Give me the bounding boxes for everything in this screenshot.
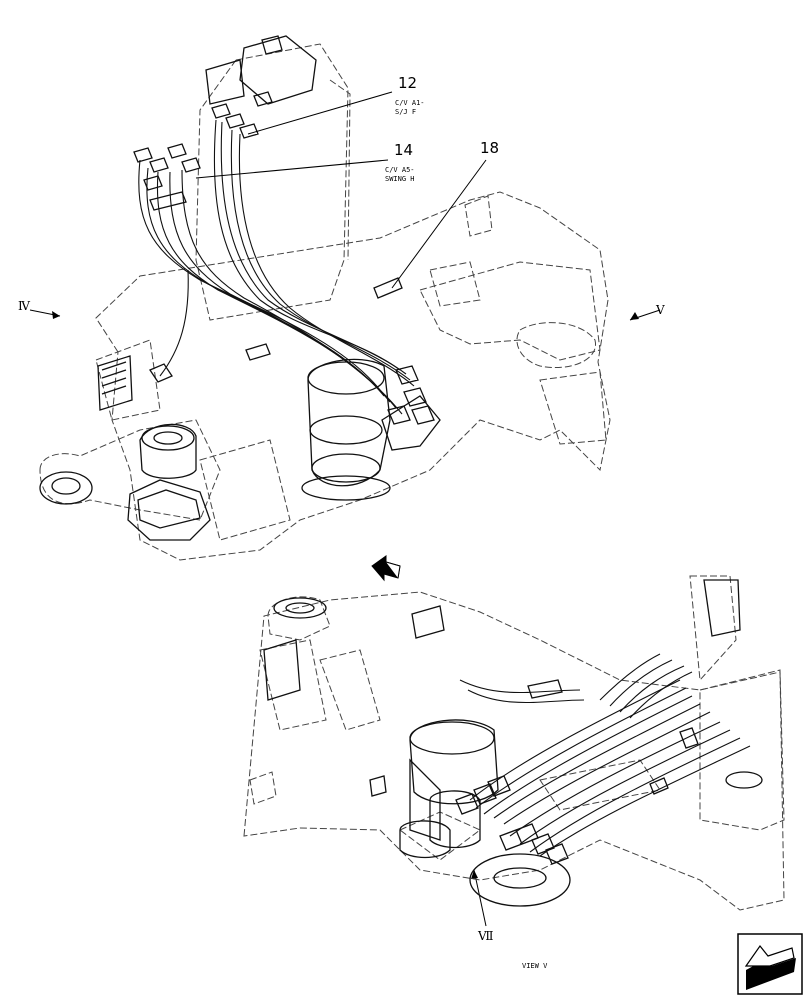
callout-leaders — [195, 91, 487, 289]
callout-18-number: 18 — [480, 139, 500, 157]
upper-frame-outline — [39, 35, 611, 561]
callout-14-note-line2: SWING H — [385, 175, 415, 183]
callout-12-note-line1: C/V A1- — [395, 99, 425, 107]
callout-14-note-line1: C/V A5- — [385, 166, 415, 174]
lower-swing-motor — [399, 719, 571, 907]
upper-hose-bundle — [133, 91, 435, 425]
view-marker-vii: Ⅶ — [478, 929, 494, 943]
lower-hose-bundle — [455, 653, 751, 865]
view-marker-iv: Ⅳ — [18, 299, 30, 313]
callout-12-number: 12 — [398, 74, 418, 92]
view-caption: VIEW V — [522, 962, 548, 970]
callout-14-number: 14 — [394, 141, 414, 159]
view-direction-arrow-icon — [371, 555, 401, 582]
callout-12-note-line2: S/J F — [395, 108, 417, 116]
lower-frame-outline — [243, 575, 785, 911]
upper-swing-motor — [301, 358, 441, 501]
view-marker-v: Ⅴ — [656, 303, 665, 317]
navigation-arrow-icon[interactable] — [737, 933, 803, 995]
